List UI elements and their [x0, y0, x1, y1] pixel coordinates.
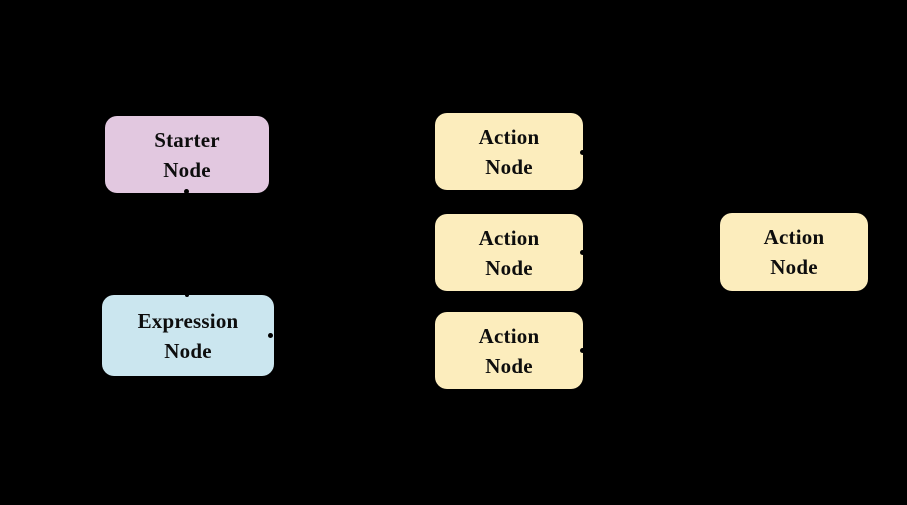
arrowhead-dot [268, 333, 273, 338]
node-action-2: Action Node [435, 214, 583, 291]
node-starter: Starter Node [105, 116, 269, 193]
node-action-right-label: Action Node [763, 225, 825, 279]
node-expression: Expression Node [102, 295, 274, 376]
arrowhead-dot [580, 348, 585, 353]
node-action-3-label: Action Node [478, 323, 540, 378]
node-action-1: Action Node [435, 113, 583, 190]
node-action-2-label: Action Node [478, 225, 540, 280]
node-expression-label: Expression Node [137, 308, 239, 363]
arrowhead-dot [185, 293, 189, 297]
node-action-3: Action Node [435, 312, 583, 389]
node-action-1-label: Action Node [478, 124, 540, 179]
node-action-right: Action Node [720, 213, 868, 291]
arrowhead-dot [580, 250, 585, 255]
node-starter-label: Starter Node [154, 127, 220, 182]
arrowhead-dot [184, 189, 189, 194]
arrowhead-dot [580, 150, 585, 155]
